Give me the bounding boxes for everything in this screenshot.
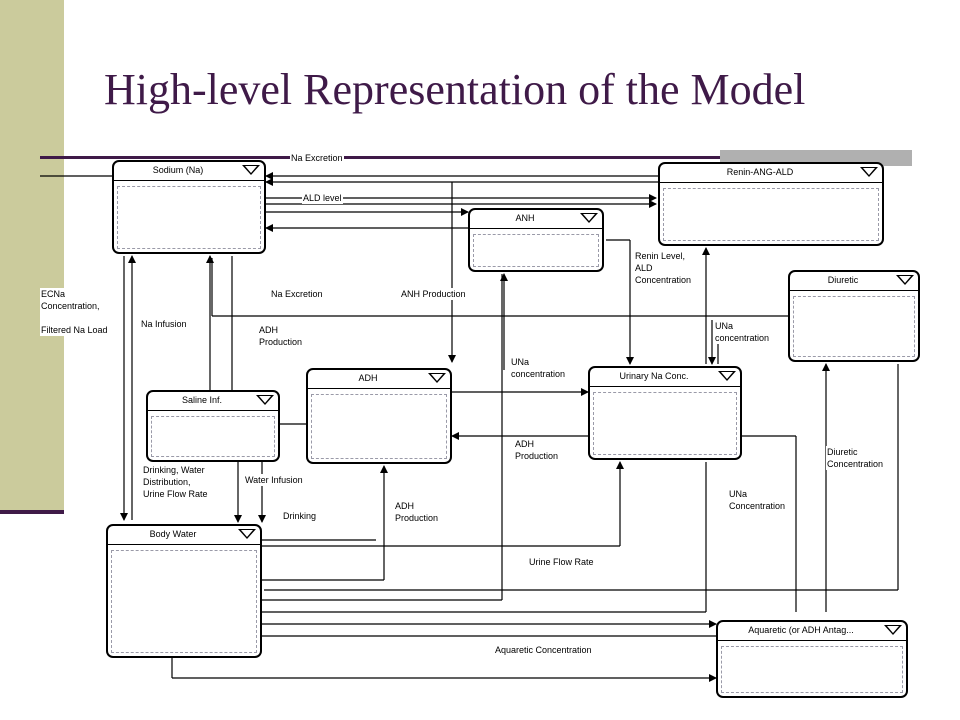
urinary-na-node[interactable]: Urinary Na Conc. <box>588 366 742 460</box>
label-renin-level: Renin Level, ALD Concentration <box>634 250 693 286</box>
renin-node[interactable]: Renin-ANG-ALD <box>658 162 884 246</box>
label-ald-level: ALD level <box>302 192 343 204</box>
sidebar-accent <box>0 0 64 510</box>
urinary-label: Urinary Na Conc. <box>619 371 689 381</box>
label-adh-production-1: ADH Production <box>258 324 304 348</box>
label-una-conc-3: UNa Concentration <box>728 488 787 512</box>
label-una-conc-2: UNa concentration <box>510 356 567 380</box>
dropdown-triangle-icon[interactable] <box>884 625 902 635</box>
dropdown-triangle-icon[interactable] <box>428 373 446 383</box>
aquaretic-label: Aquaretic (or ADH Antag... <box>748 625 854 635</box>
anh-label: ANH <box>515 213 535 223</box>
label-drinking: Drinking <box>282 510 318 522</box>
sodium-label: Sodium (Na) <box>152 165 204 175</box>
aquaretic-node[interactable]: Aquaretic (or ADH Antag... <box>716 620 908 698</box>
label-water-infusion: Water Infusion <box>244 474 304 486</box>
label-adh-production-2: ADH Production <box>514 438 560 462</box>
label-diuretic-conc: Diuretic Concentration <box>826 446 885 470</box>
saline-label: Saline Inf. <box>181 395 223 405</box>
dropdown-triangle-icon[interactable] <box>718 371 736 381</box>
adh-node[interactable]: ADH <box>306 368 452 464</box>
label-adh-production-3: ADH Production <box>394 500 440 524</box>
diuretic-node[interactable]: Diuretic <box>788 270 920 362</box>
body-water-label: Body Water <box>149 529 197 539</box>
anh-node[interactable]: ANH <box>468 208 604 272</box>
label-na-infusion: Na Infusion <box>140 318 188 330</box>
dropdown-triangle-icon[interactable] <box>860 167 878 177</box>
adh-label: ADH <box>358 373 378 383</box>
label-na-excretion-mid: Na Excretion <box>270 288 324 300</box>
saline-node[interactable]: Saline Inf. <box>146 390 280 462</box>
sidebar-accent-cap <box>0 510 64 514</box>
body-water-node[interactable]: Body Water <box>106 524 262 658</box>
title-rule <box>40 156 912 159</box>
diuretic-label: Diuretic <box>827 275 859 285</box>
label-una-conc-1: UNa concentration <box>714 320 771 344</box>
dropdown-triangle-icon[interactable] <box>238 529 256 539</box>
label-anh-production: ANH Production <box>400 288 467 300</box>
dropdown-triangle-icon[interactable] <box>242 165 260 175</box>
renin-label: Renin-ANG-ALD <box>726 167 794 177</box>
slide-title: High-level Representation of the Model <box>104 65 806 114</box>
dropdown-triangle-icon[interactable] <box>896 275 914 285</box>
label-aquaretic-conc: Aquaretic Concentration <box>494 644 593 656</box>
sodium-node[interactable]: Sodium (Na) <box>112 160 266 254</box>
label-ecna: ECNa Concentration, Filtered Na Load <box>40 288 109 336</box>
dropdown-triangle-icon[interactable] <box>256 395 274 405</box>
dropdown-triangle-icon[interactable] <box>580 213 598 223</box>
label-na-excretion-top: Na Excretion <box>290 152 344 164</box>
label-drinking-water: Drinking, Water Distribution, Urine Flow… <box>142 464 209 500</box>
label-urine-flow-rate: Urine Flow Rate <box>528 556 595 568</box>
